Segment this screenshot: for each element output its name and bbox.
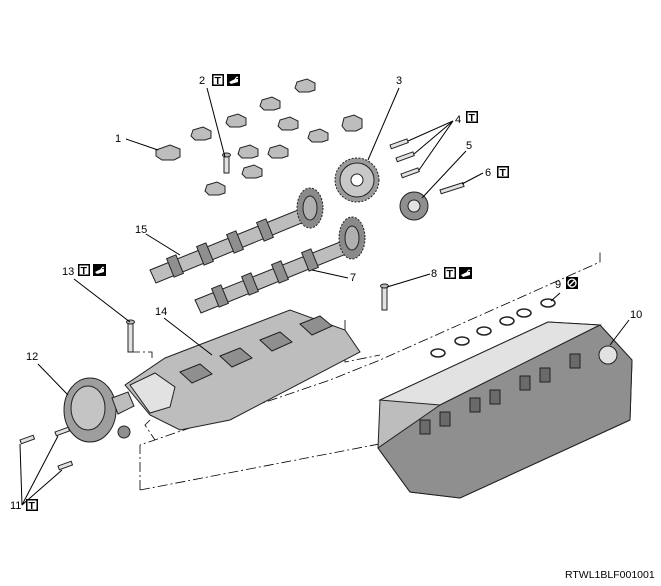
callout-8: 8 [431,268,437,280]
seal-rings [430,298,556,358]
svg-text:T: T [469,112,476,124]
torque-icon: T [212,74,224,87]
callout-10: 10 [630,309,642,321]
oil-can-icon [92,263,107,277]
callout-13: 13 [62,266,74,278]
svg-text:T: T [81,265,88,277]
callout-11: 11 [10,500,21,512]
callout-9: 9 [555,279,561,291]
bolt-2 [222,152,231,174]
oil-can-icon [226,73,241,87]
torque-icon: T [466,111,478,124]
bolts-4 [389,138,420,179]
svg-text:T: T [215,75,222,87]
callout-7: 7 [350,272,356,284]
callout-5: 5 [466,140,472,152]
bolt-13 [126,319,135,353]
vacuum-pump [63,377,135,443]
callout-labels: 1 2 3 4 5 6 7 8 9 10 11 12 13 14 15 [10,75,642,512]
rocker-arms [155,78,363,196]
callout-4: 4 [455,114,461,126]
callout-2: 2 [199,75,205,87]
figure-code: RTWL1BLF001001 [565,569,655,581]
torque-icon: T [78,264,90,277]
svg-text:T: T [500,167,507,179]
callout-3: 3 [396,75,402,87]
cylinder-head [377,321,633,499]
callout-6: 6 [485,167,491,179]
torque-icon: T [26,499,38,512]
torque-icon: T [444,267,456,280]
camshaft-housing [124,309,361,431]
camshaft-sprocket [334,157,380,203]
callout-15: 15 [135,224,147,236]
no-reuse-icon [566,277,578,289]
oil-can-icon [458,266,473,280]
torque-icon: T [497,166,509,179]
svg-text:T: T [447,268,454,280]
callout-1: 1 [115,133,121,145]
callout-12: 12 [26,351,38,363]
sprocket-hub [399,191,429,221]
svg-text:T: T [29,500,36,512]
camshaft-lower [194,216,366,314]
bolt-8 [380,283,389,311]
callout-14: 14 [155,306,167,318]
camshaft-upper [149,187,324,284]
bolts-11 [19,426,74,471]
bolt-6 [439,181,465,195]
